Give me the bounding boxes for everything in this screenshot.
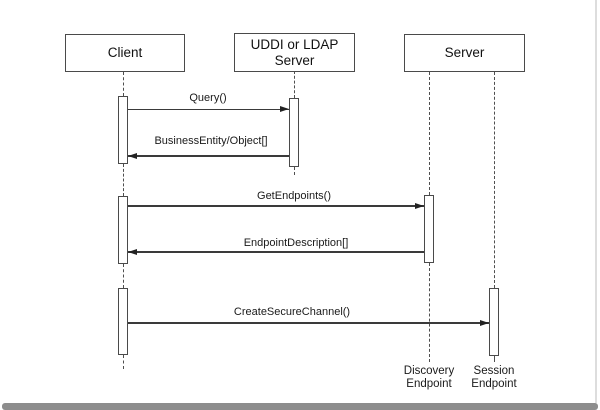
- discovery-endpoint-label-line1: Discovery: [403, 365, 455, 377]
- client-activation-2: [118, 196, 128, 264]
- discovery-endpoint-label-line2: Endpoint: [406, 377, 452, 390]
- arrowhead-right-icon: [480, 319, 489, 326]
- discovery-endpoint-activation: [424, 195, 434, 263]
- message-label-businessentity: BusinessEntity/Object[]: [154, 135, 268, 147]
- uddi-lifeline-segment: [293, 167, 295, 175]
- session-endpoint-label: Session Endpoint: [471, 365, 516, 390]
- client-lifeline-segment: [122, 72, 124, 96]
- client-activation-1: [118, 96, 128, 164]
- message-label-getendpoints: GetEndpoints(): [257, 190, 331, 202]
- client-lifeline-segment: [122, 355, 124, 369]
- discovery-endpoint-label: Discovery Endpoint: [404, 365, 454, 390]
- message-arrow-query: [128, 108, 289, 110]
- participant-server-label: Server: [444, 45, 485, 60]
- message-arrow-getendpoints: [128, 205, 424, 207]
- session-endpoint-label-line2: Endpoint: [471, 377, 517, 390]
- session-endpoint-lifeline-segment: [493, 356, 495, 362]
- uddi-activation: [289, 98, 299, 167]
- page-bottom-edge: [2, 403, 598, 410]
- client-lifeline-segment: [122, 164, 124, 196]
- participant-client-label: Client: [107, 45, 143, 60]
- arrowhead-right-icon: [415, 202, 424, 209]
- session-endpoint-activation: [489, 288, 499, 356]
- message-arrow-endpointdescription: [128, 251, 424, 253]
- participant-server: Server: [404, 34, 525, 72]
- page-right-edge: [595, 0, 597, 403]
- arrowhead-left-icon: [128, 152, 137, 159]
- arrowhead-right-icon: [280, 105, 289, 112]
- message-label-createsecurechannel: CreateSecureChannel(): [233, 306, 351, 318]
- message-label-query: Query(): [189, 92, 227, 104]
- discovery-endpoint-lifeline-segment: [428, 72, 430, 195]
- participant-uddi-ldap-server: UDDI or LDAP Server: [234, 33, 355, 72]
- client-activation-3: [118, 288, 128, 355]
- participant-uddi-ldap-server-label: UDDI or LDAP Server: [250, 36, 339, 68]
- message-arrow-createsecurechannel: [128, 322, 489, 324]
- message-label-endpointdescription: EndpointDescription[]: [243, 237, 349, 249]
- message-arrow-businessentity: [128, 155, 289, 157]
- session-endpoint-lifeline-segment: [493, 72, 495, 288]
- uddi-lifeline-segment: [293, 71, 295, 98]
- client-lifeline-segment: [122, 264, 124, 288]
- discovery-endpoint-lifeline-segment: [428, 263, 430, 362]
- arrowhead-left-icon: [128, 248, 137, 255]
- session-endpoint-label-line1: Session: [473, 365, 515, 377]
- participant-client: Client: [65, 34, 185, 72]
